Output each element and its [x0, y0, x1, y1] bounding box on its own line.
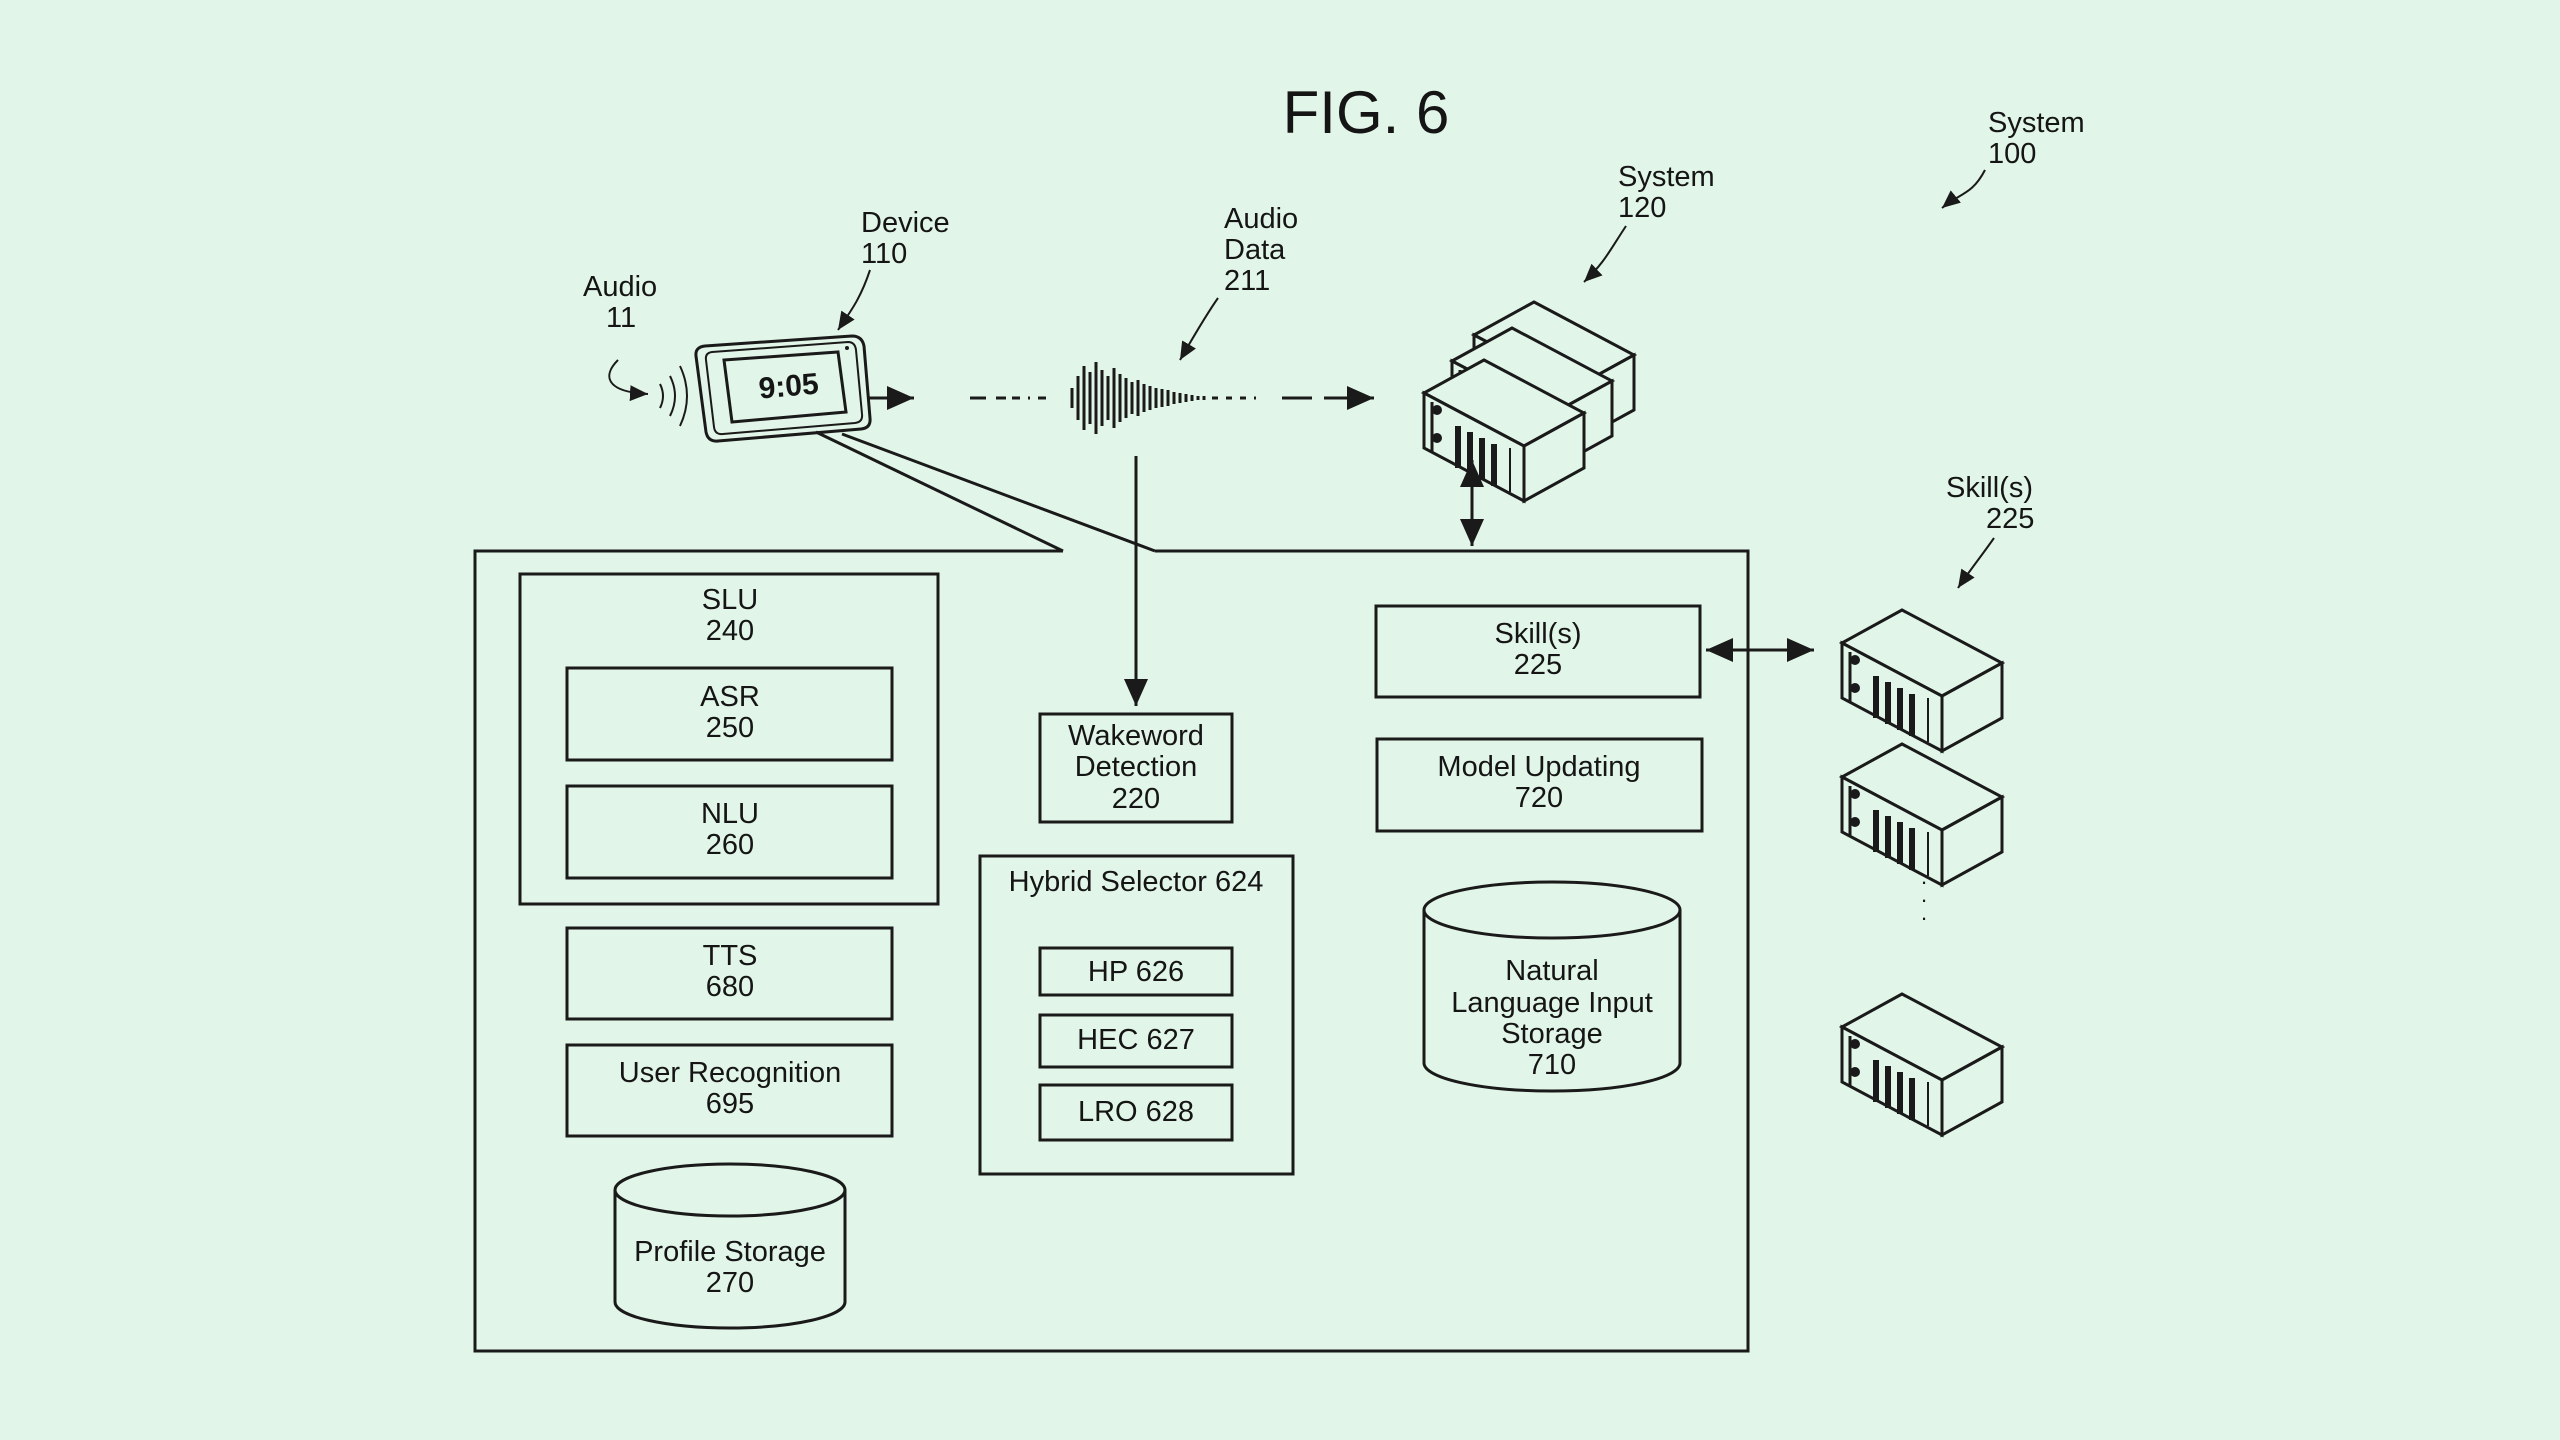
- wakeword-label-1: Wakeword: [1068, 720, 1204, 752]
- tts-component: TTS 680: [565, 926, 894, 1021]
- profile-storage-component: Profile Storage 270: [613, 1162, 847, 1330]
- hp-label: HP 626: [1088, 956, 1184, 988]
- nl-storage-label-1: Natural: [1505, 955, 1599, 987]
- audio-waveform-icon: [1070, 362, 1206, 434]
- device-110-leader: [837, 269, 871, 331]
- user-recognition-component: User Recognition 695: [565, 1043, 894, 1138]
- device-110-number: 110: [861, 238, 907, 270]
- nl-storage-label-3: Storage: [1501, 1018, 1603, 1050]
- model-updating-box: [1375, 737, 1704, 833]
- audio-data-label-2: Data: [1224, 234, 1286, 266]
- hp-box: [1038, 946, 1234, 997]
- hec-box: [1038, 1013, 1234, 1069]
- user-recognition-number: 695: [706, 1088, 754, 1120]
- user-recognition-box: [565, 1043, 894, 1138]
- remote-skills-number: 225: [1986, 503, 2034, 535]
- asr-number: 250: [706, 712, 754, 744]
- audio-data-label-1: Audio: [1224, 203, 1298, 235]
- hybrid-selector-box: [978, 854, 1295, 1176]
- device-110-callout: Device 110: [837, 207, 950, 331]
- nlu-label: NLU: [701, 798, 759, 830]
- ellipsis-dot: .: [1921, 900, 1927, 925]
- nl-input-storage-component: Natural Language Input Storage 710: [1422, 880, 1682, 1093]
- tts-number: 680: [706, 971, 754, 1003]
- nl-storage-number: 710: [1528, 1049, 1576, 1081]
- hec-component: HEC 627: [1038, 1013, 1234, 1069]
- remote-skills-callout: Skill(s) 225: [1946, 472, 2034, 589]
- nlu-number: 260: [706, 829, 754, 861]
- device-internals-frame: [473, 549, 1750, 1353]
- user-recognition-label: User Recognition: [619, 1057, 841, 1089]
- device-110-label: Device: [861, 207, 950, 239]
- hec-label: HEC 627: [1077, 1024, 1195, 1056]
- model-updating-label: Model Updating: [1437, 751, 1640, 783]
- audio-data-number: 211: [1224, 265, 1270, 297]
- nlu-box: [565, 784, 894, 880]
- system-120-leader: [1583, 225, 1627, 283]
- system-120-servers: [1424, 302, 1634, 501]
- local-skills-label: Skill(s): [1495, 618, 1582, 650]
- system-100-label: System: [1988, 107, 2085, 139]
- model-updating-number: 720: [1515, 782, 1563, 814]
- wakeword-number: 220: [1112, 783, 1160, 815]
- zoom-line-right: [841, 432, 1156, 553]
- profile-storage-top: [613, 1162, 847, 1218]
- slu-component: SLU 240: [518, 572, 940, 906]
- local-skills-number: 225: [1514, 649, 1562, 681]
- system-100-number: 100: [1988, 138, 2036, 170]
- profile-storage-number: 270: [706, 1267, 754, 1299]
- profile-storage-body: [613, 1190, 847, 1330]
- wakeword-detection-component: Wakeword Detection 220: [1038, 712, 1234, 824]
- hp-component: HP 626: [1038, 946, 1234, 997]
- nlu-component: NLU 260: [565, 784, 894, 880]
- lro-label: LRO 628: [1078, 1096, 1194, 1128]
- system-120-callout: System 120: [1583, 161, 1715, 283]
- zoom-line-left: [815, 430, 1064, 553]
- slu-label: SLU: [702, 584, 758, 616]
- lro-component: LRO 628: [1038, 1083, 1234, 1142]
- system-120-label: System: [1618, 161, 1715, 193]
- ellipsis-dot: .: [1921, 882, 1927, 907]
- lro-box: [1038, 1083, 1234, 1142]
- nl-storage-body: [1422, 910, 1682, 1093]
- system-120-number: 120: [1618, 192, 1666, 224]
- ellipsis-dot: .: [1921, 864, 1927, 889]
- device-110-icon: 9:05: [694, 334, 872, 443]
- hybrid-selector-label: Hybrid Selector 624: [1009, 866, 1264, 898]
- remote-skills-leader: [1957, 537, 1995, 589]
- server-icon: [1842, 994, 2002, 1135]
- sound-waves-icon: [659, 365, 688, 427]
- tts-label: TTS: [703, 940, 758, 972]
- wakeword-label-2: Detection: [1075, 751, 1198, 783]
- asr-label: ASR: [700, 681, 760, 713]
- system-100-callout: System 100: [1941, 107, 2085, 209]
- wakeword-box: [1038, 712, 1234, 824]
- hybrid-selector-component: Hybrid Selector 624: [978, 854, 1295, 1176]
- asr-box: [565, 666, 894, 762]
- ellipsis-dots: . . .: [1921, 864, 1927, 925]
- audio-11-callout: Audio 11: [583, 271, 657, 402]
- audio-data-leader: [1179, 297, 1219, 361]
- slu-box: [518, 572, 940, 906]
- tts-box: [565, 926, 894, 1021]
- slu-number: 240: [706, 615, 754, 647]
- model-updating-component: Model Updating 720: [1375, 737, 1704, 833]
- asr-component: ASR 250: [565, 666, 894, 762]
- remote-skills-label: Skill(s): [1946, 472, 2033, 504]
- audio-data-211-callout: Audio Data 211: [1179, 203, 1298, 361]
- local-skills-box: [1374, 604, 1702, 699]
- nl-storage-top: [1422, 880, 1682, 940]
- local-skills-component: Skill(s) 225: [1374, 604, 1702, 699]
- device-clock: 9:05: [757, 367, 820, 405]
- audio-11-leader: [608, 359, 649, 402]
- nl-storage-label-2: Language Input: [1451, 987, 1653, 1019]
- audio-11-number: 11: [606, 302, 636, 334]
- figure-title: FIG. 6: [1283, 79, 1450, 146]
- server-icon: [1842, 610, 2002, 751]
- system-100-leader: [1941, 169, 1986, 209]
- profile-storage-label: Profile Storage: [634, 1236, 826, 1268]
- audio-11-label: Audio: [583, 271, 657, 303]
